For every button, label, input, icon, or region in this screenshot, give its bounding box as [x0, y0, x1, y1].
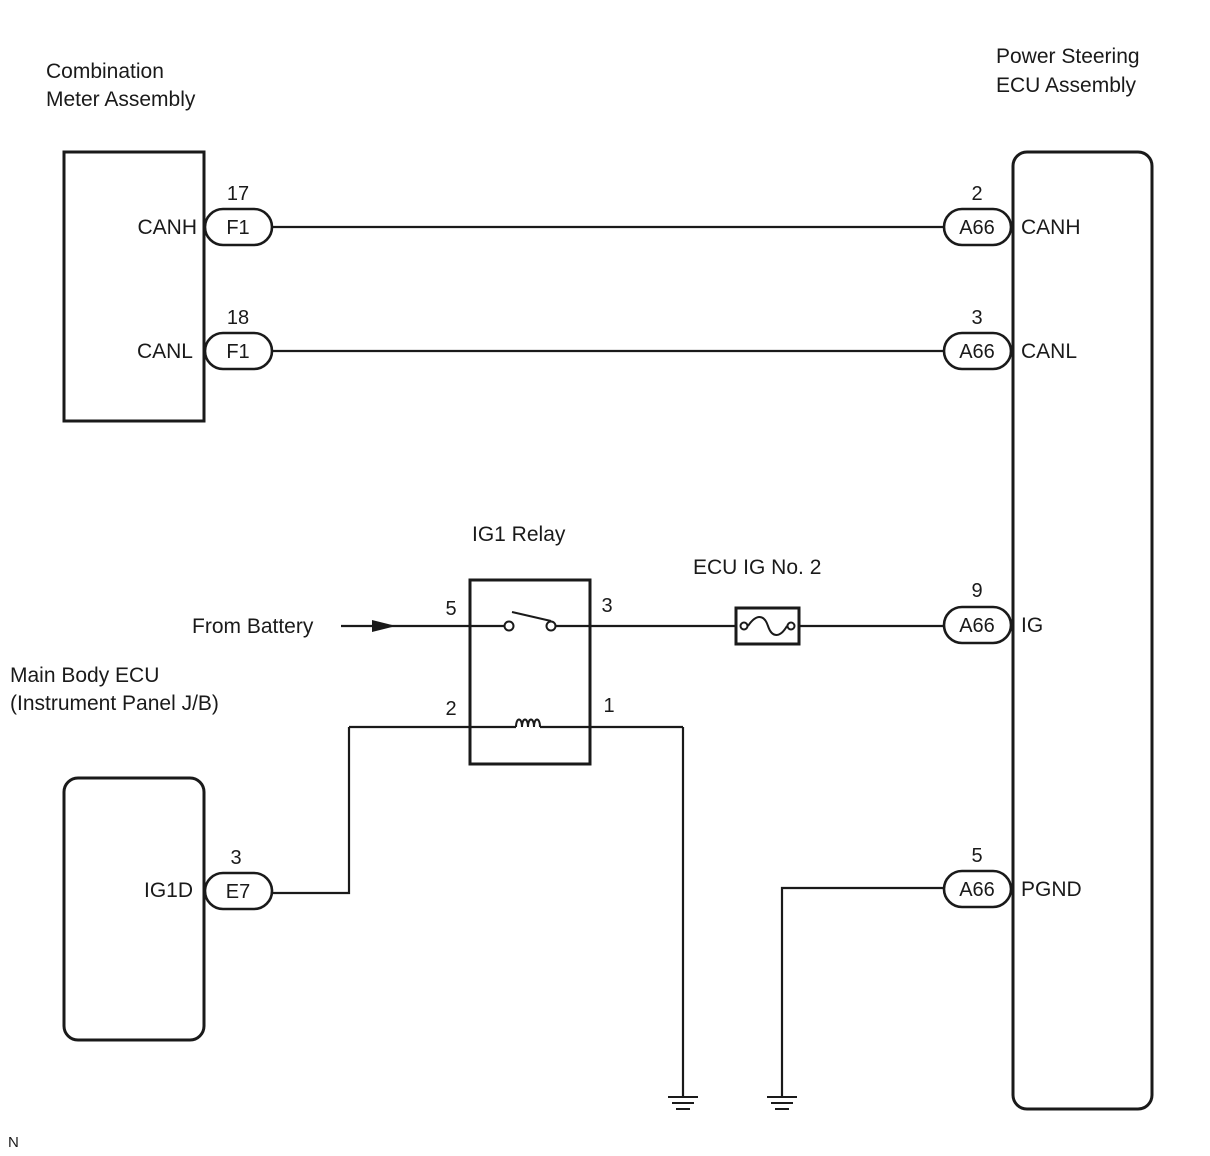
ecu-ig-signal: IG [1021, 614, 1043, 637]
meter-canl-connector [203, 331, 274, 371]
relay-switch-icon [503, 611, 557, 632]
body-ig1d-code: E7 [226, 881, 250, 903]
meter-canh-signal: CANH [137, 216, 197, 239]
ecu-canh-code: A66 [959, 217, 995, 239]
main-body-ecu-box [62, 776, 206, 1042]
from-battery-label: From Battery [192, 615, 314, 638]
power-steering-ecu-title-line2: ECU Assembly [996, 74, 1137, 97]
ecu-canl-pin: 3 [971, 307, 982, 329]
ecu-pgnd-code: A66 [959, 879, 995, 901]
power-steering-ecu-box [1011, 150, 1154, 1111]
meter-canl-code: F1 [226, 341, 249, 363]
meter-canl-signal: CANL [137, 340, 193, 363]
power-steering-ecu-title-line1: Power Steering [996, 45, 1140, 68]
relay-pin-2: 2 [445, 698, 456, 720]
ecu-canl-signal: CANL [1021, 340, 1077, 363]
combination-meter-box [62, 150, 206, 423]
meter-canh-pin: 17 [227, 183, 249, 205]
main-body-ecu-title-line1: Main Body ECU [10, 664, 159, 687]
meter-canh-connector [203, 207, 274, 247]
ecu-pgnd-pin: 5 [971, 845, 982, 867]
ecu-canh-pin: 2 [971, 183, 982, 205]
ecu-ig-code: A66 [959, 615, 995, 637]
meter-canl-pin: 18 [227, 307, 249, 329]
relay-pin-5: 5 [445, 598, 456, 620]
combination-meter-title-line2: Meter Assembly [46, 88, 196, 111]
fuse-icon [739, 616, 796, 636]
battery-arrow-icon [372, 620, 396, 632]
footer-code: N [8, 1134, 19, 1151]
ecu-ig-pin: 9 [971, 580, 982, 602]
relay-pin-1: 1 [603, 695, 614, 717]
body-ig1d-signal: IG1D [144, 879, 193, 902]
combination-meter-title-line1: Combination [46, 60, 164, 83]
ground-symbol-icon [767, 1096, 797, 1110]
main-body-ecu-title-line2: (Instrument Panel J/B) [10, 692, 219, 715]
ecu-canl-code: A66 [959, 341, 995, 363]
ig1-relay-label: IG1 Relay [472, 523, 566, 546]
ecu-canh-connector [942, 207, 1013, 247]
body-ig1d-pin: 3 [230, 847, 241, 869]
pgnd-ground-wire [780, 886, 944, 1097]
ground-symbol-icon [668, 1096, 698, 1110]
ecu-canl-connector [942, 331, 1013, 371]
body-ig1d-connector [203, 871, 274, 911]
fuse-label: ECU IG No. 2 [693, 556, 821, 579]
relay-coil-icon [515, 718, 541, 728]
relay-pin-3: 3 [601, 595, 612, 617]
ig1-relay-box [468, 578, 592, 766]
ecu-canh-signal: CANH [1021, 216, 1081, 239]
ig1d-to-relay-wire [272, 727, 351, 895]
meter-canh-code: F1 [226, 217, 249, 239]
ecu-pgnd-signal: PGND [1021, 878, 1082, 901]
